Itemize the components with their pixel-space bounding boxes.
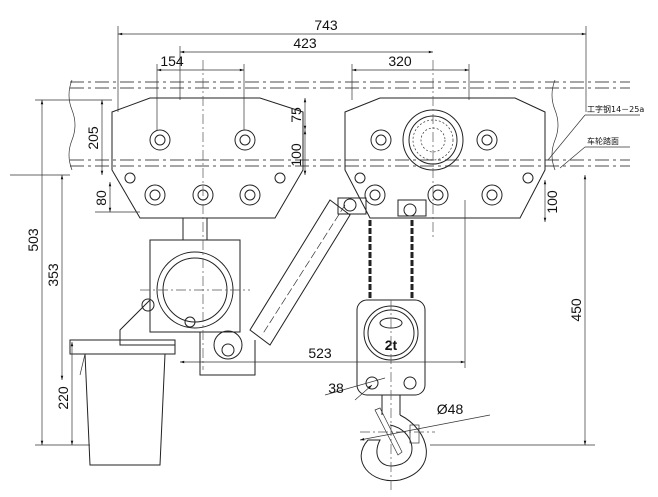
hoist-gearbox xyxy=(119,217,256,376)
dim-100-right: 100 xyxy=(544,190,560,214)
dimension-lines xyxy=(10,26,640,446)
dim-154: 154 xyxy=(160,53,184,69)
hook xyxy=(360,414,427,482)
dim-80: 80 xyxy=(93,190,109,206)
dim-38: 38 xyxy=(328,380,344,396)
right-trolley-plate xyxy=(344,97,546,219)
hook-block: 2t xyxy=(356,299,435,490)
dim-diameter-48: Ø48 xyxy=(437,401,464,417)
left-trolley-plate xyxy=(111,97,304,219)
dim-205: 205 xyxy=(85,126,101,150)
chain-container xyxy=(69,339,176,466)
i-beam xyxy=(68,79,630,171)
dim-743: 743 xyxy=(314,17,338,33)
dim-220: 220 xyxy=(55,386,71,410)
wheel-tread-label: 车轮踏面 xyxy=(587,136,619,146)
dimension-labels: 743 423 154 320 503 353 205 80 220 75 10… xyxy=(25,17,644,417)
dim-450: 450 xyxy=(568,298,584,322)
dim-423: 423 xyxy=(293,35,317,51)
dim-100-left: 100 xyxy=(288,143,304,167)
dim-503: 503 xyxy=(25,228,41,252)
beam-label: 工字钢14－25a xyxy=(587,104,644,114)
dim-320: 320 xyxy=(388,53,412,69)
dim-353: 353 xyxy=(45,263,61,287)
chain-guide xyxy=(249,197,427,346)
load-chain xyxy=(368,220,414,300)
dim-75: 75 xyxy=(288,107,304,123)
dim-523: 523 xyxy=(308,345,332,361)
centerlines xyxy=(140,60,434,370)
